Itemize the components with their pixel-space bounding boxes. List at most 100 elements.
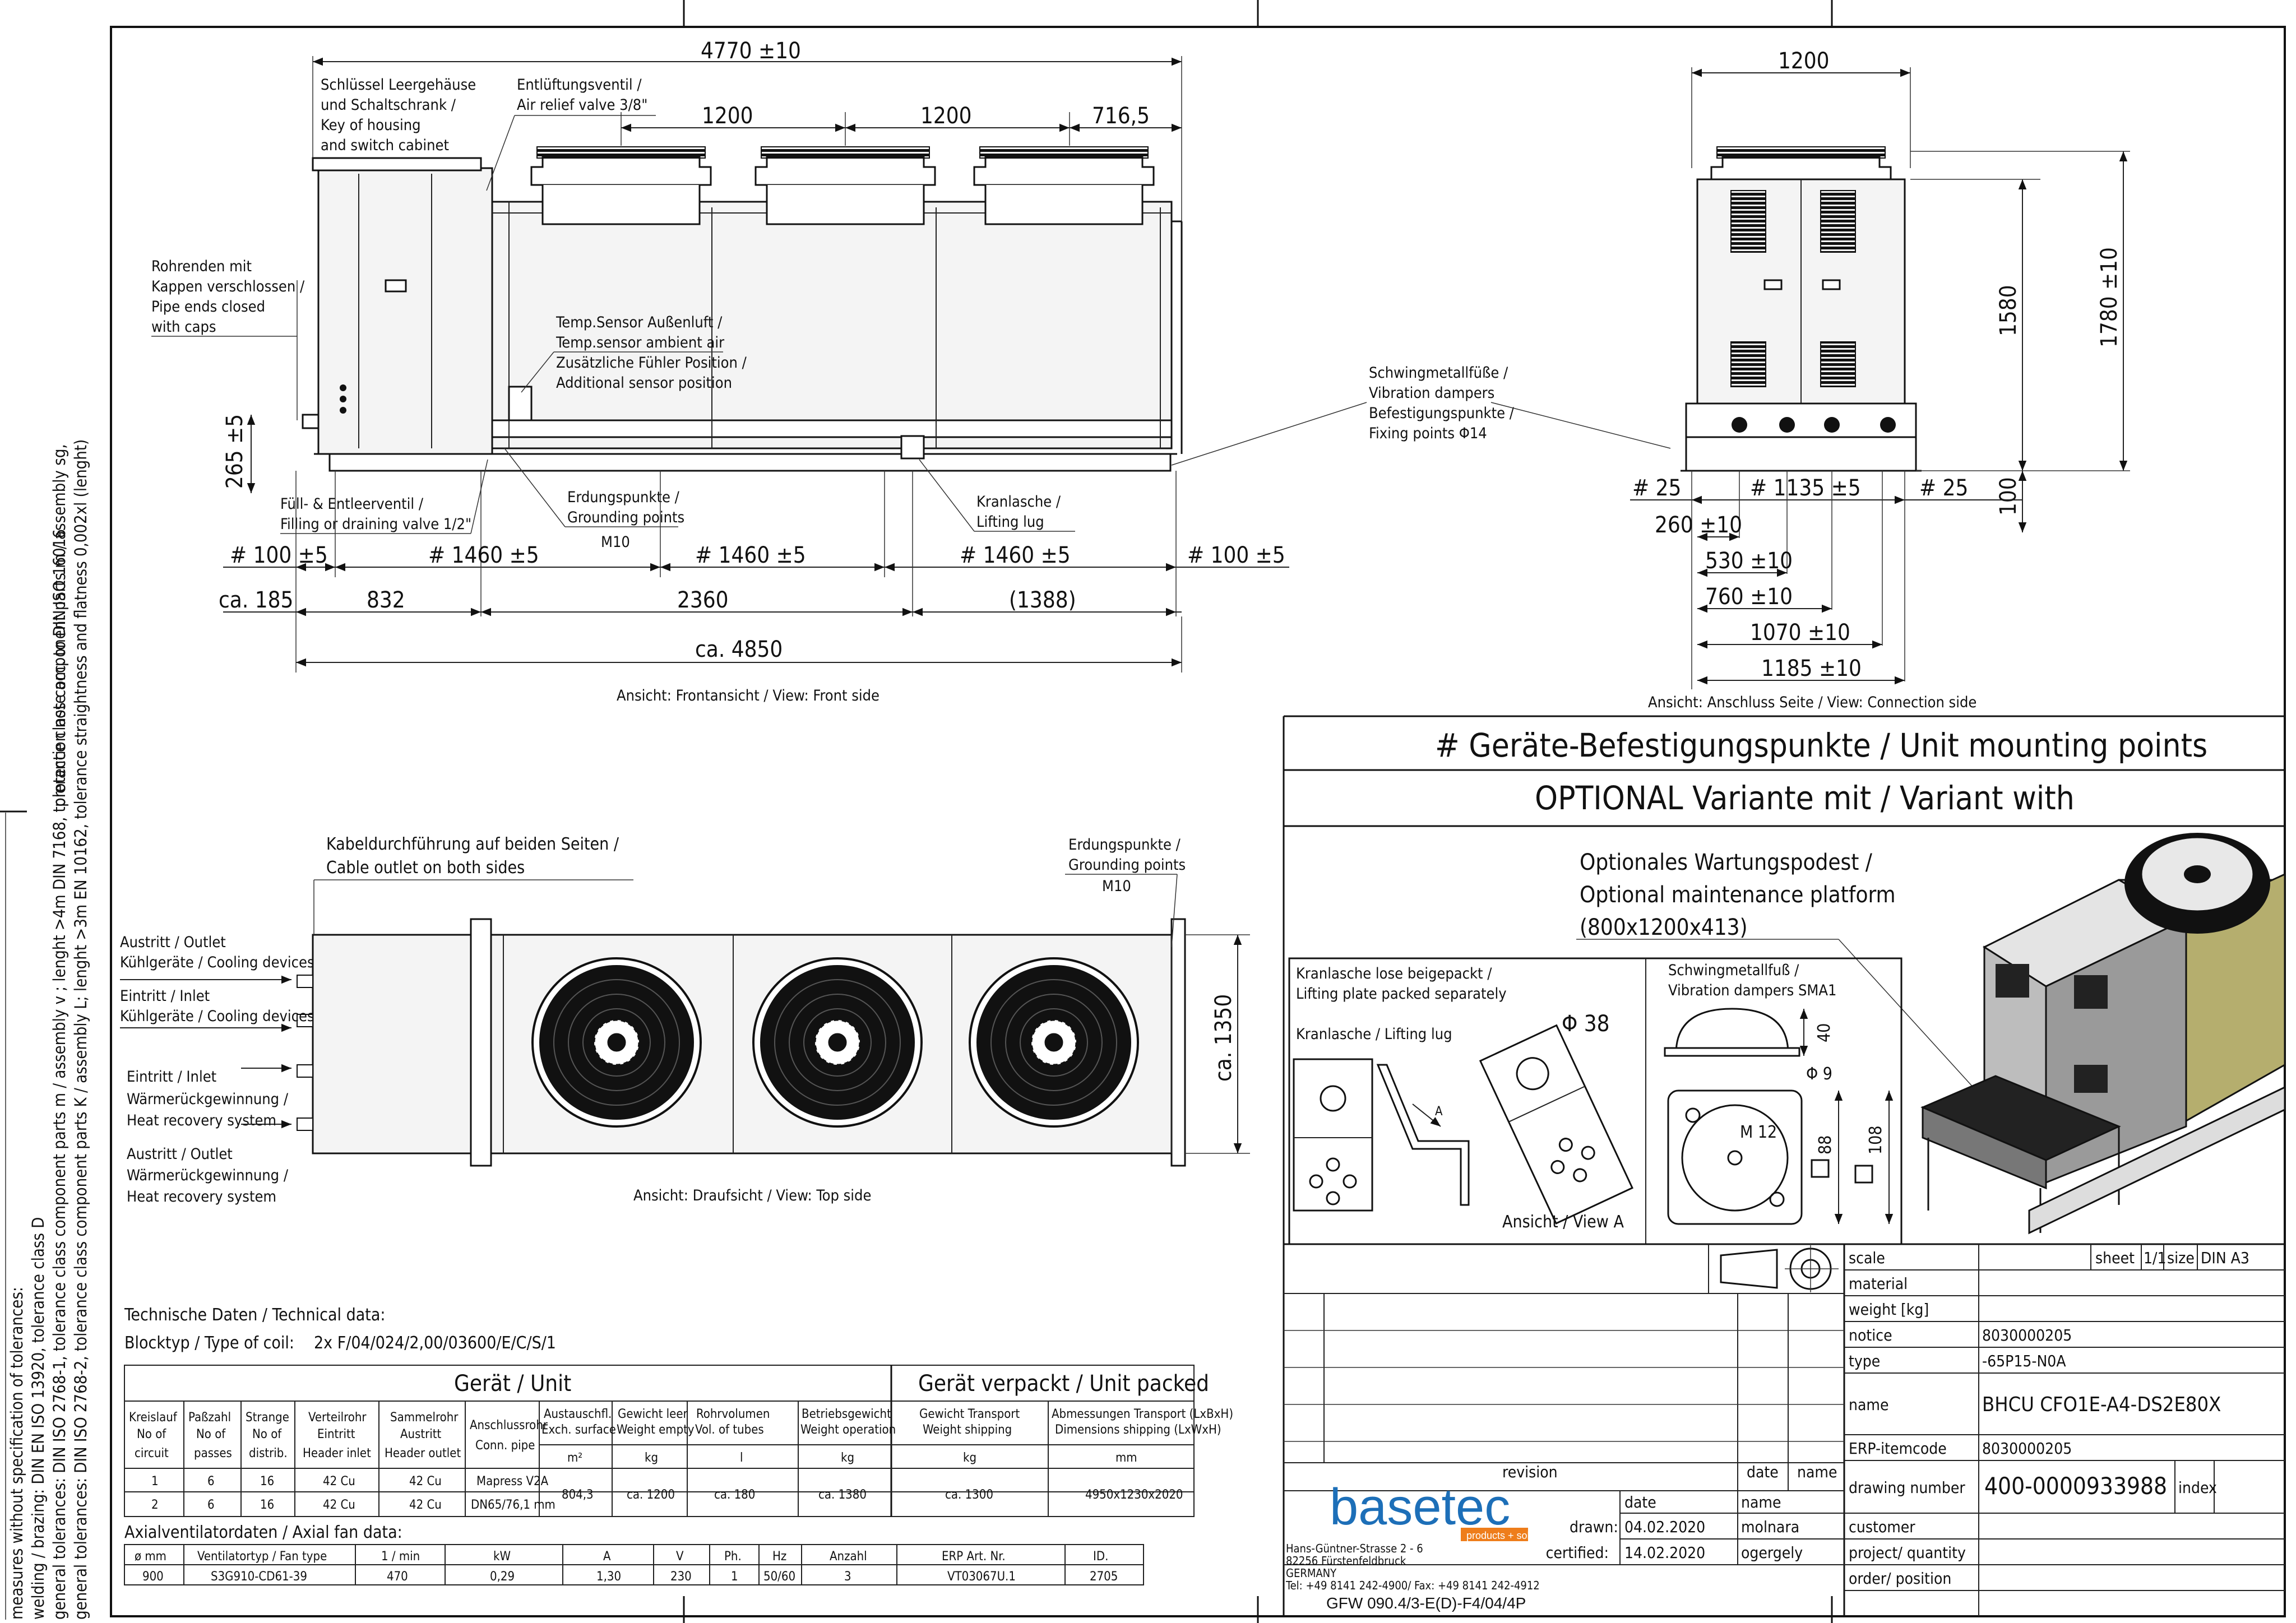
platform-note: Optionales Wartungspodest / Optional mai… [1576, 850, 1974, 1088]
svg-text:distrib.: distrib. [249, 1446, 288, 1460]
lifting-plate-note: Kranlasche lose beigepackt / Lifting pla… [1296, 965, 1507, 1043]
note-inlet-cooling: Eintritt / Inlet Kühlgeräte / Cooling de… [120, 987, 314, 1032]
tb-notice-label: notice [1849, 1326, 1892, 1344]
svg-text:2: 2 [151, 1498, 159, 1512]
tb-type-label: type [1849, 1352, 1880, 1370]
svg-text:Austauschfl.: Austauschfl. [544, 1407, 612, 1421]
dim-phi-38: Φ 38 [1562, 1011, 1610, 1037]
svg-text:6: 6 [207, 1474, 215, 1488]
tb-date-header: date [1624, 1493, 1656, 1511]
damper-side-icon [1675, 1008, 1789, 1055]
tb-notice-value: 8030000205 [1982, 1326, 2072, 1344]
tb-name-label: name [1849, 1395, 1888, 1414]
tb-revision-label: revision [1502, 1463, 1558, 1481]
svg-text:Temp.Sensor Außenluft /: Temp.Sensor Außenluft / [556, 314, 723, 331]
svg-text:Austritt: Austritt [400, 1427, 442, 1441]
svg-text:No of: No of [137, 1427, 166, 1441]
svg-text:kg: kg [841, 1451, 854, 1465]
tb-name-col: name [1797, 1463, 1837, 1481]
svg-text:Additional sensor position: Additional sensor position [556, 374, 732, 392]
svg-text:m²: m² [567, 1451, 582, 1465]
mount-dim-2: # 1460 ±5 [428, 542, 539, 568]
vent-grill-icon [1730, 341, 1766, 387]
svg-text:Filling or draining valve 1/2": Filling or draining valve 1/2" [280, 516, 471, 533]
tolerance-line-3: general tolerances: DIN ISO 2768-1, tole… [50, 444, 69, 1620]
side-dim-1070: 1070 ±10 [1750, 620, 1850, 646]
svg-text:Kühlgeräte / Cooling devices: Kühlgeräte / Cooling devices [120, 1008, 314, 1025]
svg-text:Weight operation: Weight operation [800, 1423, 896, 1437]
tb-certified-name: ogergely [1741, 1543, 1803, 1562]
svg-text:Betriebsgewicht: Betriebsgewicht [802, 1407, 891, 1421]
dim-total-length: 4770 ±10 [701, 38, 801, 64]
svg-text:Paßzahl: Paßzahl [188, 1411, 231, 1425]
svg-text:(800x1200x413): (800x1200x413) [1580, 915, 1748, 940]
caption-top-view: Ansicht: Draufsicht / View: Top side [633, 1187, 871, 1204]
note-inlet-heat: Eintritt / Inlet Wärmerückgewinnung / He… [127, 1064, 291, 1129]
tb-erp-label: ERP-itemcode [1849, 1439, 1947, 1458]
pipe-cap [302, 414, 320, 429]
svg-text:Lifting plate packed separatel: Lifting plate packed separately [1296, 985, 1507, 1003]
projection-symbol-icon [1708, 1244, 1844, 1294]
svg-text:Key of housing: Key of housing [321, 117, 421, 134]
note-cable-outlet: Kabeldurchführung auf beiden Seiten / Ca… [313, 834, 633, 935]
fan-side-3 [973, 146, 1155, 225]
dim-total-approx: ca. 4850 [695, 637, 783, 662]
title-block: scale sheet 1/1 size DIN A3 material wei… [1284, 1243, 2285, 1616]
svg-text:Optionales Wartungspodest /: Optionales Wartungspodest / [1580, 850, 1873, 875]
fan-v-a: 1,30 [596, 1570, 621, 1584]
tb-project-label: project/ quantity [1849, 1543, 1966, 1562]
side-dim-1185: 1185 ±10 [1761, 656, 1862, 681]
tb-drawn-name: molnara [1741, 1518, 1799, 1536]
fan-h-ph: Ph. [724, 1550, 742, 1564]
svg-text:with caps: with caps [151, 318, 216, 336]
svg-text:42 Cu: 42 Cu [409, 1498, 442, 1512]
svg-text:Kappen verschlossen /: Kappen verschlossen / [151, 278, 305, 295]
tb-sheet-label: sheet [2095, 1249, 2135, 1267]
tb-name-header: name [1741, 1493, 1781, 1511]
dim-m12: M 12 [1740, 1123, 1777, 1142]
form-code: GFW 090.4/3-E(D)-F4/04/4P [1326, 1594, 1526, 1612]
svg-text:Befestigungspunkte /: Befestigungspunkte / [1369, 405, 1515, 422]
side-dim-1580: 1580 [1996, 285, 2021, 336]
coil-value: 2x F/04/024/2,00/03600/E/C/S/1 [314, 1333, 556, 1353]
technical-data: Technische Daten / Technical data: Block… [124, 1305, 1233, 1585]
tolerance-notes: measures without specification of tolera… [5, 439, 90, 1620]
side-dim-260: 260 ±10 [1655, 512, 1742, 538]
fan-side-2 [754, 146, 936, 225]
fan-v-erp: VT03067U.1 [947, 1570, 1016, 1584]
svg-text:Air relief valve 3/8": Air relief valve 3/8" [517, 96, 647, 114]
fan-v-type: S3G910-CD61-39 [211, 1570, 307, 1584]
svg-text:Pipe ends closed: Pipe ends closed [151, 298, 265, 316]
fan-h-hz: Hz [772, 1550, 786, 1564]
svg-text:and switch cabinet: and switch cabinet [321, 137, 449, 154]
seg-dim-4: (1388) [1009, 587, 1076, 613]
legend-panel: # Geräte-Befestigungspunkte / Unit mount… [1283, 715, 2286, 1616]
mount-dim-1: # 100 ±5 [230, 542, 328, 568]
fan-top-3 [969, 957, 1139, 1128]
legend-optional-variant: OPTIONAL Variante mit / Variant with [1535, 779, 2075, 817]
svg-text:Sammelrohr: Sammelrohr [390, 1411, 459, 1425]
svg-text:ca. 1200: ca. 1200 [627, 1488, 675, 1502]
lifting-lug-icon [900, 435, 925, 460]
vent-grill-icon [1820, 190, 1856, 253]
svg-text:Temp.sensor ambient air: Temp.sensor ambient air [556, 334, 724, 351]
note-grounding-top: Erdungspunkte / Grounding points M10 [1065, 836, 1186, 948]
vent-grill-icon [1820, 341, 1856, 387]
svg-text:Austritt / Outlet: Austritt / Outlet [127, 1146, 233, 1163]
svg-text:mm: mm [1115, 1451, 1137, 1465]
svg-text:M10: M10 [1102, 878, 1131, 895]
vent-grill-icon [1730, 190, 1766, 253]
svg-text:Vibration dampers SMA1: Vibration dampers SMA1 [1668, 982, 1836, 999]
note-fill-drain: Füll- & Entleerventil / Filling or drain… [280, 459, 488, 534]
seg-dim-3: 2360 [677, 587, 729, 613]
svg-text:Kreislauf: Kreislauf [129, 1411, 178, 1425]
door-handle-icon [1822, 279, 1841, 290]
svg-text:16: 16 [260, 1498, 274, 1512]
dim-fan-pitch-2: 1200 [920, 103, 972, 129]
side-dim-width: 1200 [1778, 48, 1830, 74]
fan-v-count: 3 [844, 1570, 851, 1584]
protection-note: protection note acc. to DIN ISO 16016 [50, 529, 69, 807]
svg-text:Optional maintenance platform: Optional maintenance platform [1580, 882, 1896, 908]
svg-text:Schwingmetallfüße /: Schwingmetallfüße / [1369, 364, 1508, 382]
